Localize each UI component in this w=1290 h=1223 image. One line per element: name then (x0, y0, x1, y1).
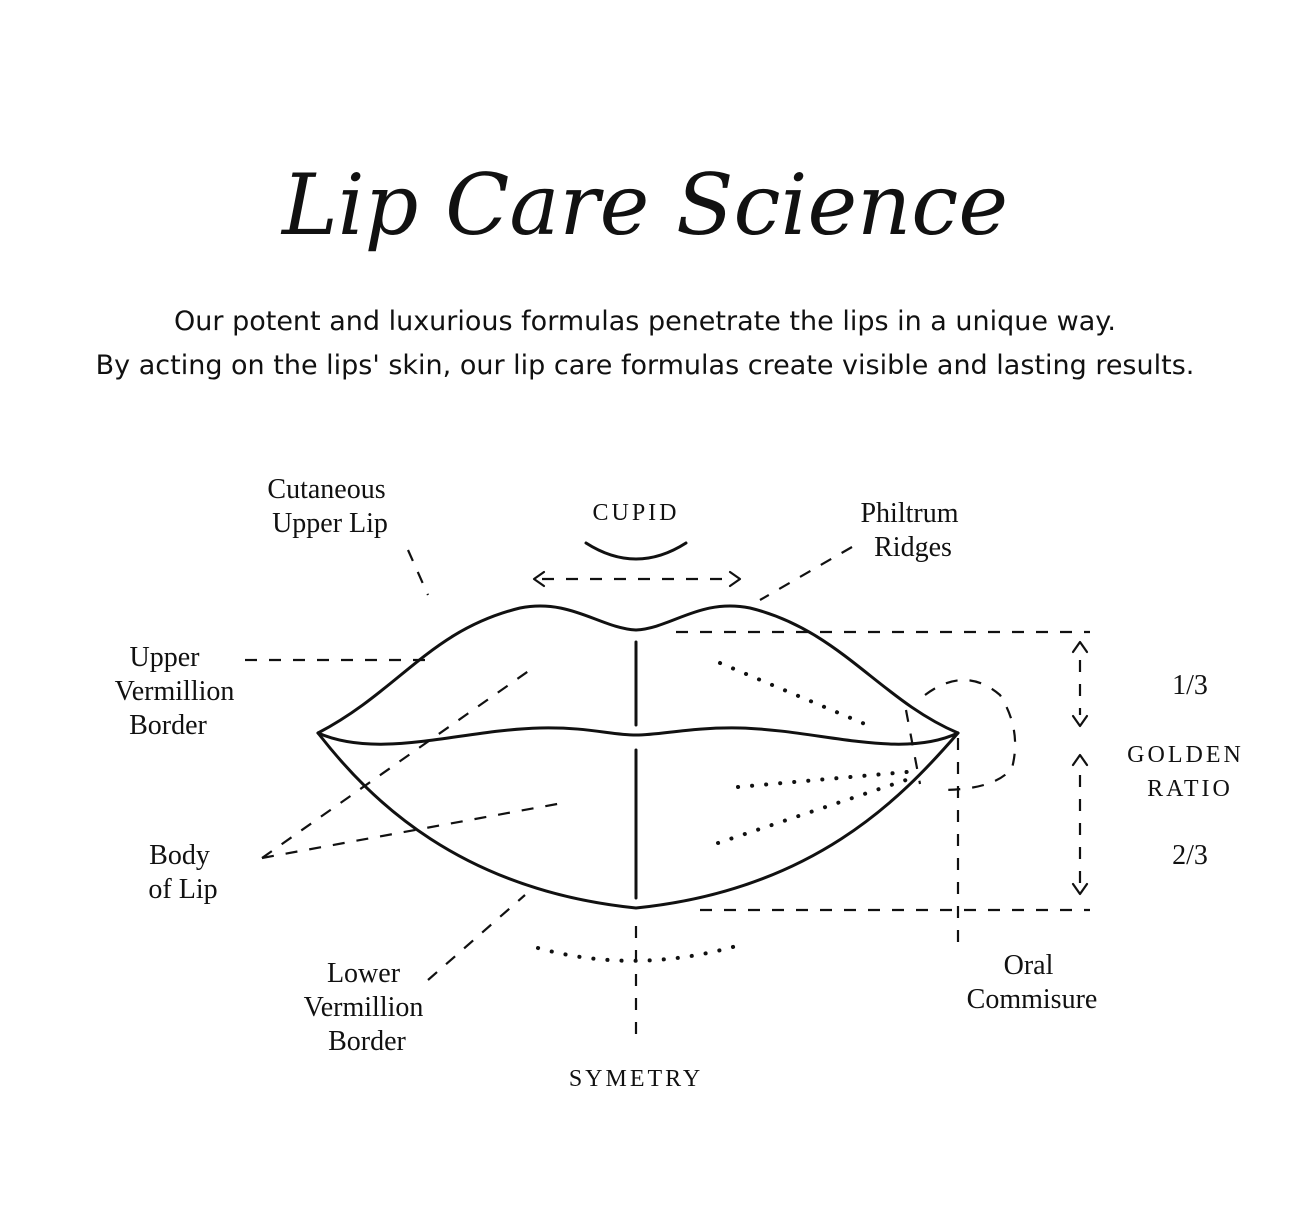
middle-dot-row (736, 769, 920, 789)
ratio-arrow-up-1-icon (1071, 640, 1089, 654)
upper-dot-row (718, 661, 874, 729)
lower-dotted-arc (536, 943, 742, 963)
body-leader-line-2 (261, 800, 569, 860)
cupid-arrow-left-icon (532, 570, 546, 588)
label-cutaneous-upper-lip: Cutaneous Upper Lip (267, 474, 392, 539)
ratio-arrow-down-2-icon (1071, 882, 1089, 896)
label-upper-vermillion-border: Upper Vermillion Border (115, 642, 242, 741)
upper-lip-outline (316, 604, 960, 735)
cutaneous-leader-line (406, 549, 430, 596)
label-lower-vermillion-border: Lower Vermillion Border (304, 958, 431, 1057)
intro-text: Our potent and luxurious formulas penetr… (0, 300, 1290, 388)
lower-lip-outline (316, 731, 960, 910)
page-title: Lip Care Science (281, 156, 1009, 254)
label-philtrum-ridges: Philtrum Ridges (860, 498, 965, 563)
label-oral-commissure: Oral Commisure (967, 950, 1098, 1015)
label-body-of-lip: Body of Lip (148, 840, 217, 905)
body-leader-line-1 (261, 669, 531, 859)
lower-vermillion-leader-line (427, 894, 526, 981)
cupid-arc (584, 541, 688, 561)
cupid-arrow-right-icon (728, 570, 742, 588)
label-symmetry: SYMETRY (569, 1066, 703, 1092)
intro-line-2: By acting on the lips' skin, our lip car… (95, 350, 1195, 381)
ratio-arrow-up-2-icon (1071, 753, 1089, 767)
label-one-third: 1/3 (1172, 670, 1208, 701)
label-two-thirds: 2/3 (1172, 840, 1208, 871)
label-cupid: CUPID (592, 500, 679, 526)
philtrum-leader-line (759, 546, 853, 601)
label-golden-ratio: GOLDEN RATIO (1127, 742, 1253, 802)
commissure-dashed-circle (924, 678, 1017, 792)
mouth-line (316, 726, 960, 746)
lower-dot-row (716, 774, 920, 845)
intro-line-1: Our potent and luxurious formulas penetr… (174, 306, 1116, 337)
ratio-arrow-down-1-icon (1071, 714, 1089, 728)
